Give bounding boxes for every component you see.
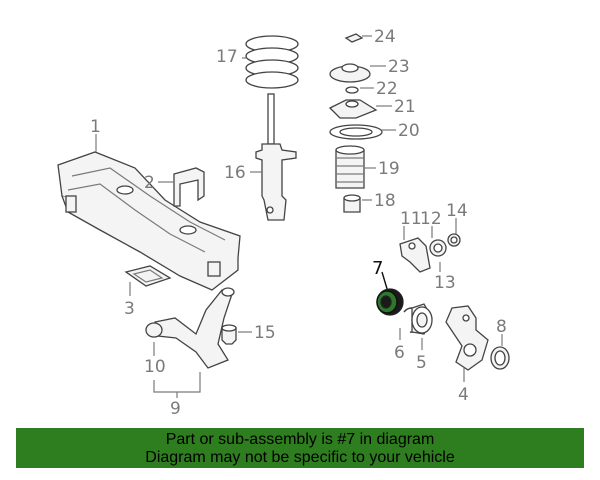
callout-21: 21 (394, 97, 416, 117)
callout-3: 3 (124, 299, 135, 319)
part-knuckle-arm-11[interactable] (399, 237, 431, 273)
part-outer-seal[interactable] (490, 346, 510, 370)
part-control-arm[interactable] (154, 287, 235, 369)
callout-11: 11 (400, 209, 422, 229)
part-ball-joint[interactable] (221, 324, 237, 345)
part-bracket[interactable] (173, 167, 205, 207)
callout-12: 12 (420, 209, 442, 229)
callout-6: 6 (394, 343, 405, 363)
callout-1: 1 (90, 117, 101, 137)
part-bumper-18[interactable] (343, 194, 361, 213)
callout-18: 18 (374, 191, 396, 211)
callout-15: 15 (254, 323, 276, 343)
callout-14: 14 (446, 201, 468, 221)
banner-line-1: Part or sub-assembly is #7 in diagram (165, 431, 435, 448)
part-strut[interactable] (255, 93, 297, 221)
info-banner: Part or sub-assembly is #7 in diagram Di… (16, 428, 584, 468)
part-bushing-10[interactable] (145, 322, 163, 338)
callout-13: 13 (434, 273, 456, 293)
callout-8: 8 (496, 317, 507, 337)
part-bushing-12[interactable] (429, 239, 447, 257)
part-seat-21[interactable] (328, 99, 378, 119)
callout-9: 9 (170, 399, 181, 419)
callout-22: 22 (376, 79, 398, 99)
part-steering-knuckle[interactable] (445, 305, 489, 371)
callout-23: 23 (388, 57, 410, 77)
part-boot-19[interactable] (335, 145, 365, 189)
callout-17: 17 (216, 47, 238, 67)
part-coil-spring[interactable] (245, 35, 299, 89)
callout-16: 16 (224, 163, 246, 183)
part-crossmember[interactable] (57, 151, 241, 291)
part-mount-23[interactable] (329, 63, 371, 83)
callout-5: 5 (416, 353, 427, 373)
banner-line-2: Diagram may not be specific to your vehi… (145, 449, 455, 466)
callout-2: 2 (144, 173, 155, 193)
part-plate[interactable] (124, 265, 172, 287)
part-bushing-14[interactable] (447, 233, 461, 247)
callout-7: 7 (372, 258, 383, 279)
part-washer-22[interactable] (345, 86, 359, 94)
callout-24: 24 (374, 27, 396, 47)
part-insulator-20[interactable] (329, 124, 383, 140)
callout-4: 4 (458, 385, 469, 405)
callout-19: 19 (378, 159, 400, 179)
part-7-seal-highlighted[interactable] (376, 288, 404, 316)
suspension-diagram: 1 2 3 10 9 15 17 16 (57, 27, 510, 419)
part-wheel-bearing[interactable] (411, 303, 433, 335)
part-nut-24[interactable] (344, 33, 364, 43)
callout-10: 10 (144, 357, 166, 377)
callout-20: 20 (398, 121, 420, 141)
